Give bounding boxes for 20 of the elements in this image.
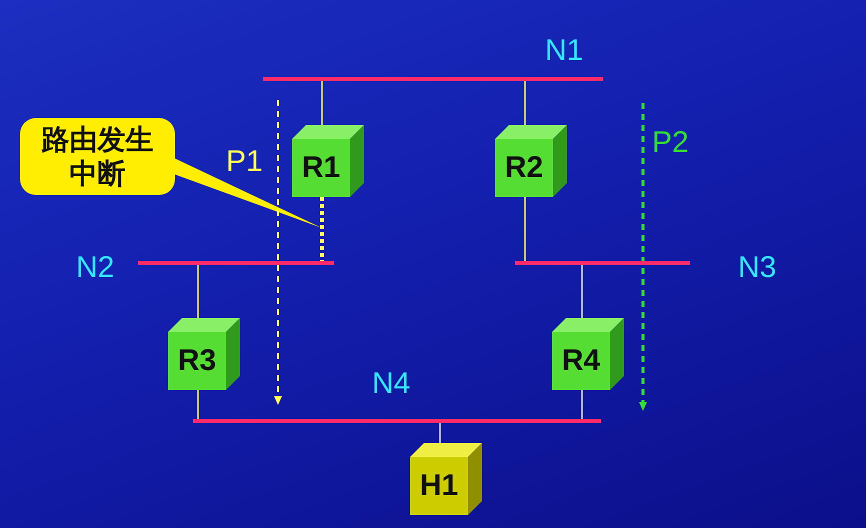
bus-label: N2 <box>76 252 114 284</box>
connector-line <box>439 423 441 443</box>
path-label: P1 <box>226 146 263 178</box>
connector-line <box>581 265 583 318</box>
bus-label: N1 <box>545 35 584 67</box>
connector-line <box>524 81 526 125</box>
network-bus <box>138 261 334 265</box>
network-bus <box>263 77 603 81</box>
connector-line <box>320 197 324 261</box>
connector-line <box>524 197 526 261</box>
bus-label: N4 <box>372 368 410 400</box>
network-bus <box>515 261 690 265</box>
network-bus <box>193 419 601 423</box>
path-label: P2 <box>652 127 689 159</box>
bus-label: N3 <box>738 252 776 284</box>
connector-line <box>581 390 583 419</box>
connector-line <box>197 390 199 419</box>
connector-line <box>197 265 199 318</box>
connector-line <box>321 81 323 125</box>
callout-bubble: 路由发生中断 <box>20 118 175 195</box>
